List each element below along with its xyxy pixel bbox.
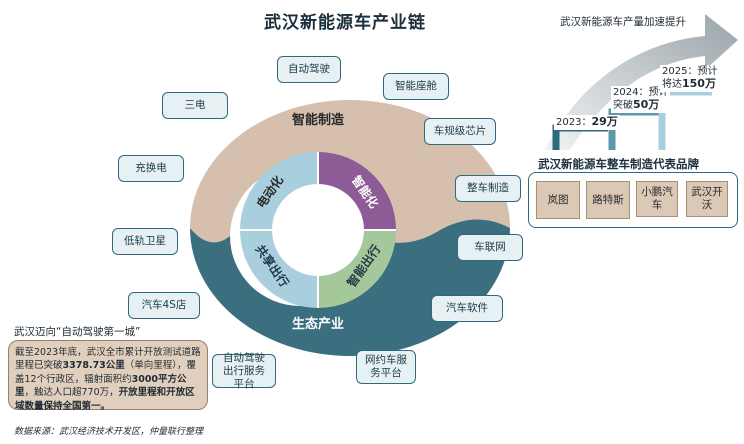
tag-leo-satellite: 低轨卫星 bbox=[112, 228, 178, 255]
ring-lower-label: 生态产业 bbox=[292, 316, 344, 332]
wuhan-area: 3000平方公里 bbox=[15, 373, 187, 399]
brand-wuhan-skywell: 武汉开沃 bbox=[686, 181, 728, 217]
growth-step-2025-label: 2025：预计 将达150万 bbox=[660, 65, 720, 92]
growth-2023-year: 2023： bbox=[556, 117, 592, 128]
wuhan-info-box: 截至2023年底，武汉全市累计开放测试道路里程已突破3378.73公里（单向里程… bbox=[8, 340, 208, 412]
brand-voyah: 岚图 bbox=[536, 181, 580, 219]
brands-panel: 岚图 路特斯 小鹏汽车 武汉开沃 bbox=[528, 172, 738, 228]
wuhan-text-1: 截至2023年底，武汉全市累计开放测试道路里程已突破 bbox=[15, 347, 201, 372]
growth-2025-value: 150万 bbox=[682, 77, 716, 90]
ring-upper-label: 智能制造 bbox=[292, 112, 345, 128]
brand-lotus: 路特斯 bbox=[586, 181, 630, 219]
tag-ride-hailing-platform: 网约车服务平台 bbox=[356, 350, 416, 384]
growth-2024-pre: 突破 bbox=[613, 100, 633, 111]
wuhan-mileage: 3378.73公里 bbox=[62, 360, 125, 372]
growth-2025-pre: 将达 bbox=[662, 79, 682, 90]
tag-auto-grade-chip: 车规级芯片 bbox=[424, 118, 496, 145]
tag-vehicle-manufacturing: 整车制造 bbox=[455, 175, 521, 202]
growth-title: 武汉新能源车产量加速提升 bbox=[560, 16, 686, 28]
wuhan-text-3: ，触达人口超770万， bbox=[24, 387, 119, 399]
inner-segment-intelligence bbox=[318, 152, 396, 230]
growth-2023-value: 29万 bbox=[591, 115, 618, 128]
growth-2025-year: 2025：预计 bbox=[662, 66, 718, 77]
page-title: 武汉新能源车产业链 bbox=[264, 13, 426, 33]
wuhan-text-2: （单向里程），覆盖12个行政区，辐射面积约 bbox=[15, 360, 197, 385]
tag-autonomous-mobility-platform: 自动驾驶出行服务平台 bbox=[212, 352, 276, 390]
tag-autonomous-driving: 自动驾驶 bbox=[277, 56, 341, 83]
growth-step-2023-label: 2023：29万 bbox=[554, 115, 620, 130]
wuhan-title: 武汉迈向“自动驾驶第一城” bbox=[14, 326, 141, 338]
source-note: 数据来源：武汉经济技术开发区，仲量联行整理 bbox=[14, 427, 204, 437]
tag-smart-cockpit: 智能座舱 bbox=[383, 73, 449, 100]
growth-step-2024-label: 2024：预计 突破50万 bbox=[611, 86, 671, 113]
brands-title: 武汉新能源车整车制造代表品牌 bbox=[538, 157, 699, 171]
inner-segment-shared-mobility bbox=[240, 230, 318, 308]
growth-2024-value: 50万 bbox=[633, 98, 660, 111]
tag-charging-swapping: 充换电 bbox=[118, 155, 184, 182]
inner-segment-electrification bbox=[240, 152, 318, 230]
tag-auto-software: 汽车软件 bbox=[431, 295, 503, 322]
wuhan-ranking: 开放里程和开放区域数量保持全国第一。 bbox=[15, 387, 195, 412]
tag-three-electrics: 三电 bbox=[162, 92, 228, 119]
inner-segment-smart-mobility bbox=[318, 230, 396, 308]
growth-2024-year: 2024：预计 bbox=[613, 87, 669, 98]
brand-xpeng: 小鹏汽车 bbox=[636, 181, 678, 217]
tag-4s-dealer: 汽车4S店 bbox=[128, 292, 200, 319]
tag-internet-of-vehicles: 车联网 bbox=[457, 234, 523, 261]
